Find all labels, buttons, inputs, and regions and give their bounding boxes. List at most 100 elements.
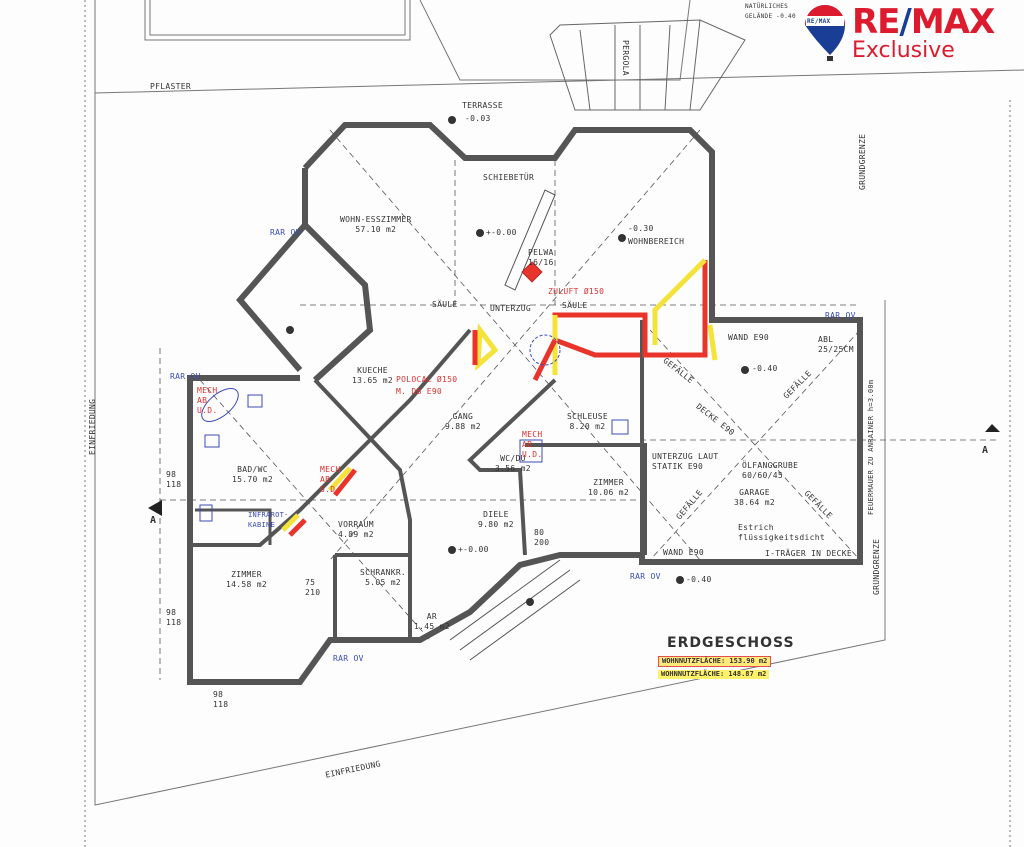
- room-name: GANG: [452, 412, 474, 421]
- room-area: 8.20 m2: [569, 422, 606, 431]
- sink-icon: [204, 434, 220, 448]
- section-a-left: A: [150, 515, 157, 526]
- room-area: 14.58 m2: [226, 580, 267, 589]
- level-wohnbereich: -0.30: [628, 224, 654, 233]
- label-unterzug-statik: UNTERZUG LAUT STATIK E90: [652, 452, 719, 471]
- door-dimension: 80 200: [534, 528, 550, 547]
- highlight-walls: [281, 258, 718, 537]
- room-area: 13.65 m2: [352, 376, 393, 385]
- property-boundary: [94, 0, 886, 806]
- neighbour-building: [144, 0, 411, 41]
- legend-area-red: WOHNNUTZFLÄCHE: 153.90 m2: [658, 656, 772, 667]
- label-saule: SÄULE: [562, 301, 588, 310]
- label-polocal: POLOCAL Ø150: [396, 375, 458, 384]
- pergola: [549, 19, 746, 111]
- brand-subtitle: Exclusive: [852, 38, 955, 63]
- label-rar-ov: RAR OV: [630, 572, 661, 581]
- room-name: SCHLEUSE: [567, 412, 608, 421]
- label-rar-ov: RAR OV: [825, 311, 856, 320]
- room-name: SCHRANKR.: [360, 568, 407, 577]
- label-feuermauer: FEUERMAUER ZU ANRAINER h=3.00m: [867, 379, 875, 515]
- label-rar-ov: RAR OV: [270, 228, 301, 237]
- label-zuluft: ZULUFT Ø150: [548, 287, 605, 296]
- level-outside: -0.40: [686, 575, 712, 584]
- room-area: 15.70 m2: [232, 475, 273, 484]
- room-area: 4.89 m2: [338, 530, 374, 539]
- paving-edge: [94, 69, 1024, 94]
- label-schiebetuer: SCHIEBETÜR: [483, 173, 535, 182]
- room-name: AR: [426, 612, 438, 621]
- label-mech-ab: MECH AB U.D.: [197, 386, 218, 415]
- door-dimension: 75 210: [305, 578, 321, 597]
- remax-logo: RE/MAX Exclusive RE/MAX: [800, 2, 1024, 66]
- room-name: ZIMMER: [231, 570, 262, 579]
- label-einfriedung: EINFRIEDUNG: [88, 398, 97, 455]
- label-traeger: I-TRÄGER IN DECKE: [765, 549, 852, 558]
- level-markers: [286, 116, 749, 606]
- room-area: 10.06 m2: [588, 488, 629, 497]
- label-pergola: PERGOLA: [621, 40, 630, 76]
- room-schrankraum: SCHRANKR.5.05 m2: [360, 568, 406, 588]
- level-wohnen: +-0.00: [486, 228, 517, 237]
- room-area: 9.80 m2: [478, 520, 514, 529]
- sink-icon: [247, 394, 263, 408]
- label-terrasse: TERRASSE: [462, 101, 503, 110]
- brand-name: RE/MAX: [852, 2, 995, 42]
- label-rar-ov: RAR OV: [333, 654, 364, 663]
- label-saule: SÄULE: [432, 300, 458, 309]
- label-grundgrenze: GRUNDGRENZE: [858, 133, 867, 190]
- room-area: 9.88 m2: [445, 422, 481, 431]
- brand-suffix: MAX: [910, 2, 995, 42]
- level-garage: -0.40: [752, 364, 778, 373]
- balloon-text: RE/MAX: [807, 18, 831, 25]
- room-area: 3.56 m2: [495, 464, 531, 473]
- room-name: ZIMMER: [593, 478, 624, 487]
- bathtub-icon: [201, 388, 239, 422]
- label-polocal-2: M. DB E90: [396, 387, 443, 396]
- room-area: 1.45 m2: [414, 622, 450, 631]
- room-name: GARAGE: [739, 488, 770, 497]
- label-wohnbereich: WOHNBEREICH: [628, 237, 685, 246]
- plan-title: ERDGESCHOSS: [667, 635, 795, 651]
- toilet-icon: [199, 504, 213, 522]
- room-name: KUECHE: [357, 366, 388, 375]
- remax-balloon-logo: [805, 5, 845, 61]
- legend-area-yellow: WOHNNUTZFLÄCHE: 148.87 m2: [658, 670, 770, 679]
- room-name: VORRAUM: [338, 520, 374, 529]
- label-infrarot-kabine: INFRAROT-KABINE: [248, 511, 289, 529]
- walls: [187, 122, 863, 685]
- label-pflaster: PFLASTER: [150, 82, 191, 91]
- room-name: WOHN-ESSZIMMER: [340, 215, 412, 224]
- room-area: 5.05 m2: [365, 578, 401, 587]
- label-estrich: Estrich flüssigkeitsdicht: [738, 523, 825, 542]
- label-wand-e90: WAND E90: [728, 333, 769, 342]
- label-rar-ov: RAR OV: [170, 372, 201, 381]
- level-diele: +-0.00: [458, 545, 489, 554]
- label-mech-ab: MECH AB U.D.: [522, 430, 543, 459]
- label-abl: ABL 25/25CM: [818, 335, 854, 354]
- level-terrasse: -0.03: [465, 114, 491, 123]
- room-name: WC/DU: [500, 454, 526, 463]
- sanitary-fixtures: [199, 334, 629, 522]
- window-dimension: 98 118: [166, 608, 182, 627]
- brand-slash: /: [899, 2, 911, 42]
- section-markers: [148, 424, 1000, 516]
- label-oelfanggrube: ÖLFANGGRUBE 60/60/45: [742, 461, 799, 480]
- room-name: DIELE: [483, 510, 509, 519]
- chimney-icon: [521, 261, 543, 283]
- label-wand-e90: WAND E90: [663, 548, 704, 557]
- label-natuerliches-gelaende: NATÜRLICHES GELÄNDE -0.40: [745, 3, 796, 20]
- label-grundgrenze: GRUNDGRENZE: [872, 538, 881, 595]
- label-ofen: PELWA 16/16: [528, 248, 554, 267]
